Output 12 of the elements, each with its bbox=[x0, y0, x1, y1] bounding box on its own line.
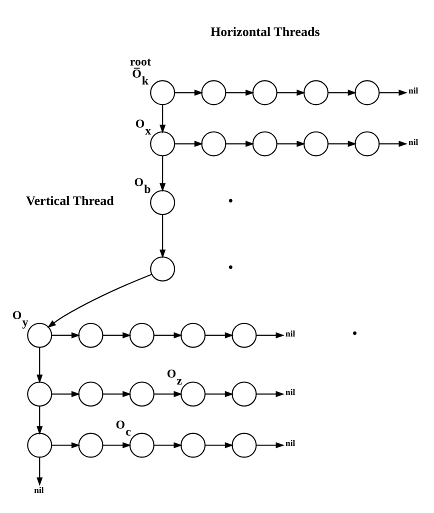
label: • bbox=[228, 258, 234, 274]
node-text: nil bbox=[408, 85, 418, 96]
label: Horizontal Threads bbox=[210, 24, 320, 39]
node-label: root bbox=[130, 54, 151, 68]
node-text: nil bbox=[286, 438, 296, 448]
node-text: nil bbox=[286, 386, 296, 397]
label: • bbox=[352, 325, 358, 340]
label: Vertical Thread bbox=[26, 192, 114, 208]
node-text: nil bbox=[34, 484, 44, 495]
label: • bbox=[228, 192, 234, 208]
node-text: nil bbox=[408, 136, 418, 146]
node-text: nil bbox=[286, 328, 296, 338]
